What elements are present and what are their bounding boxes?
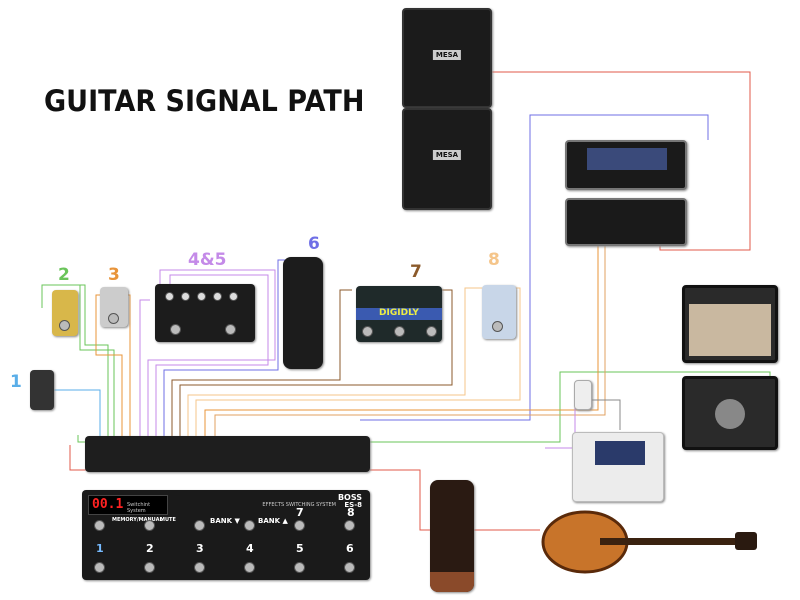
pedal-7-delay: DIGIDLY xyxy=(356,286,442,342)
label-2: 2 xyxy=(146,542,154,555)
label-3: 3 xyxy=(196,542,204,555)
footswitch-4[interactable] xyxy=(244,562,255,573)
tuner-pedal xyxy=(572,432,664,502)
label-8: 8 xyxy=(488,250,500,270)
pedal-4-5 xyxy=(155,284,255,342)
cable-green-long xyxy=(77,371,771,443)
label-6: 6 xyxy=(346,542,354,555)
cable-amp-blue xyxy=(360,114,709,421)
label-memory-manual: MEMORY/MANUAL xyxy=(112,517,163,523)
cabinet-logo-bottom: MESA xyxy=(432,150,462,160)
combo-amp-back xyxy=(682,376,778,450)
footswitch-bank-down[interactable] xyxy=(194,520,205,531)
cable-tuner2 xyxy=(578,399,621,430)
cable-2a xyxy=(41,284,109,438)
combo-amp-front xyxy=(682,285,778,363)
amp-head-front xyxy=(565,140,687,190)
cable-6 xyxy=(163,259,285,438)
volume-pedal xyxy=(430,480,474,592)
switcher-model: ES-8 xyxy=(344,501,362,509)
label-1: 1 xyxy=(96,542,104,555)
switcher-display-text: Switchint System xyxy=(127,502,151,514)
footswitch-memory[interactable] xyxy=(94,520,105,531)
label-7: 7 xyxy=(410,262,422,282)
label-2: 2 xyxy=(58,265,70,285)
cable-45c xyxy=(155,274,269,438)
speaker-cabinet-bottom: MESA xyxy=(402,108,492,210)
label-3: 3 xyxy=(108,265,120,285)
label-4: 4 xyxy=(246,542,254,555)
switcher-rear-panel xyxy=(85,436,370,472)
effects-switcher: 00.1 Switchint System BOSS EFFECTS SWITC… xyxy=(82,490,370,580)
label-5: 5 xyxy=(296,542,304,555)
footswitch-mute[interactable] xyxy=(144,520,155,531)
cable-2b xyxy=(60,284,115,438)
pedal-1 xyxy=(30,370,54,410)
cable-amp-send xyxy=(204,245,599,438)
cabinet-logo-top: MESA xyxy=(432,50,462,60)
cable-amp-red xyxy=(490,71,751,251)
label-6: 6 xyxy=(308,234,320,254)
speaker-cabinet-top: MESA xyxy=(402,8,492,108)
footswitch-bank-up[interactable] xyxy=(244,520,255,531)
switcher-brand: BOSS xyxy=(337,493,362,502)
footswitch-8[interactable] xyxy=(344,520,355,531)
cable-3a xyxy=(95,294,123,438)
cable-7a xyxy=(171,289,352,438)
page-title: GUITAR SIGNAL PATH xyxy=(44,84,365,119)
guitar-neck xyxy=(600,538,740,545)
cable-amp-ret xyxy=(214,245,606,438)
pedal-8 xyxy=(482,285,516,339)
amp-head-back xyxy=(565,198,687,246)
clip-tuner xyxy=(574,380,592,410)
switcher-display: 00.1 xyxy=(92,497,124,512)
label-mute: MUTE xyxy=(160,517,176,523)
cable-45a xyxy=(139,299,150,438)
cable-1 xyxy=(42,389,101,440)
label-1: 1 xyxy=(10,372,22,392)
pedal-2 xyxy=(52,290,78,336)
label-bank-up: BANK ▲ xyxy=(258,517,288,525)
cable-7b xyxy=(179,289,453,438)
label-8: 8 xyxy=(347,506,355,519)
label-7: 7 xyxy=(296,506,304,519)
guitar-headstock xyxy=(735,532,757,550)
footswitch-1[interactable] xyxy=(94,562,105,573)
delay-pedal-name: DIGIDLY xyxy=(356,308,442,320)
cable-45b xyxy=(147,269,276,438)
footswitch-3[interactable] xyxy=(194,562,205,573)
footswitch-5[interactable] xyxy=(294,562,305,573)
pedal-6-wah xyxy=(283,257,323,369)
cable-8b xyxy=(195,287,521,438)
switcher-subtitle: EFFECTS SWITCHING SYSTEM xyxy=(262,502,336,508)
footswitch-7[interactable] xyxy=(294,520,305,531)
cable-8a xyxy=(187,287,484,438)
footswitch-2[interactable] xyxy=(144,562,155,573)
footswitch-6[interactable] xyxy=(344,562,355,573)
label-bank-down: BANK ▼ xyxy=(210,517,240,525)
label-4-5: 4&5 xyxy=(188,250,227,270)
pedal-3 xyxy=(100,287,128,327)
